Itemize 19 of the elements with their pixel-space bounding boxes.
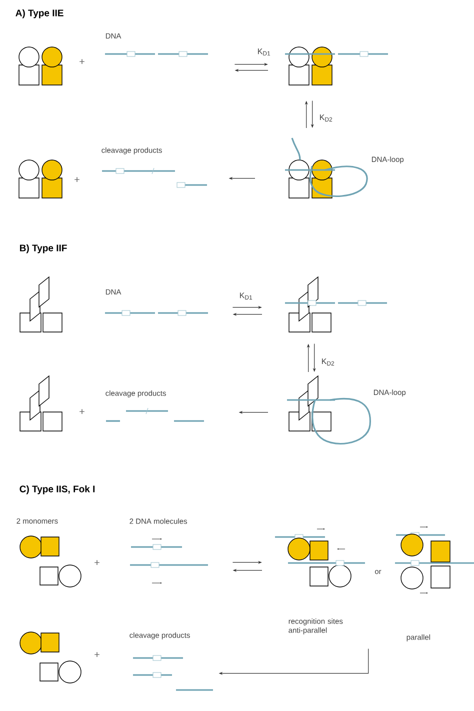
edge-label: K$_{D2}$ xyxy=(322,358,334,366)
enzyme-drawing xyxy=(20,375,62,432)
enzyme-drawing xyxy=(20,632,82,684)
enzyme-drawing xyxy=(18,160,62,198)
enzyme-drawing xyxy=(18,46,62,86)
panel-heading: A) Type IIE xyxy=(16,9,64,18)
enzyme-dna-complex-drawing xyxy=(285,276,387,332)
edge-label: K$_{D1}$ xyxy=(240,292,252,300)
edge-label: K$_{D2}$ xyxy=(320,114,332,122)
plus-sign: + xyxy=(80,59,84,64)
plus-sign: + xyxy=(80,409,84,414)
enzyme-dna-complex-drawing xyxy=(285,46,388,86)
edge-label: K$_{D1}$ xyxy=(258,48,270,56)
enzyme-drawing xyxy=(20,276,62,332)
plus-sign: + xyxy=(94,652,100,658)
panel-heading: C) Type IIS, Fok I xyxy=(20,485,95,494)
plus-sign: + xyxy=(74,177,80,182)
plus-sign: + xyxy=(94,560,100,565)
panel-heading: B) Type IIF xyxy=(20,244,67,254)
